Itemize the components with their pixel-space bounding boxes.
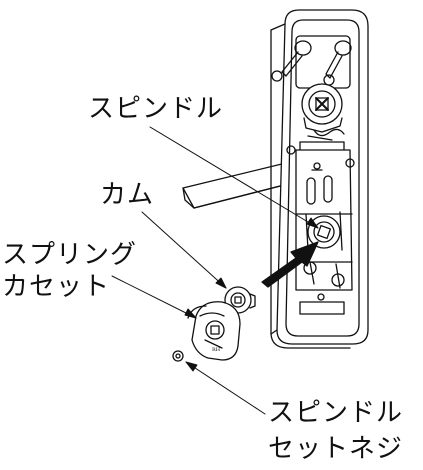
insertion-arrow: [261, 241, 319, 288]
label-cam: カム: [100, 180, 155, 210]
leader-arrowhead-set-screw: [185, 361, 198, 372]
label-spring-cassette-line1: スプリング: [2, 240, 138, 270]
label-spindle-set-screw-line2: セットネジ: [268, 434, 404, 464]
lever-handle: [182, 161, 293, 209]
spring-cassette: RH: [187, 301, 241, 361]
set-screw: [172, 350, 184, 362]
label-spindle-set-screw-line1: スピンドル: [268, 398, 404, 428]
leader-arrowhead-cam: [215, 277, 227, 289]
leader-arrowhead-spring-cassette: [184, 308, 197, 319]
label-spindle: スピンドル: [88, 94, 224, 124]
leader-lines: [111, 126, 319, 415]
spindle-hub: [305, 211, 343, 251]
label-spring-cassette-line2: カセット: [2, 272, 111, 302]
leader-arrowhead-spindle: [306, 217, 319, 229]
svg-text:RH: RH: [212, 347, 221, 353]
upper-mechanism: [271, 35, 352, 153]
